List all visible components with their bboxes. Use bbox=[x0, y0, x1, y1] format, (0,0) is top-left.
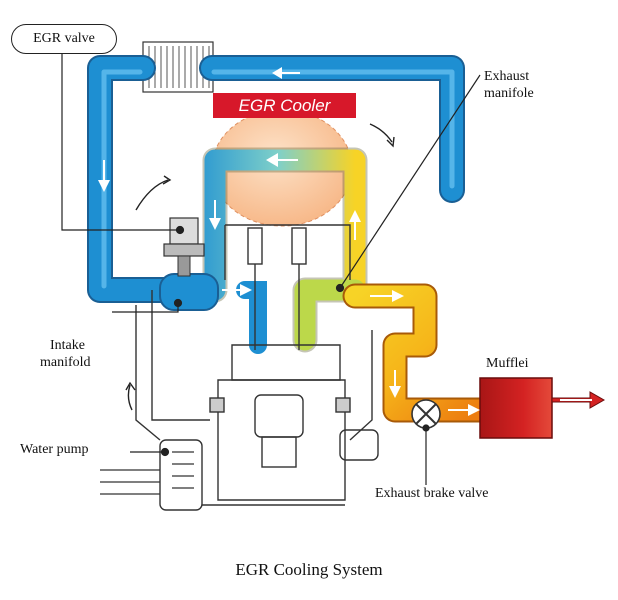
engine-block bbox=[135, 224, 379, 506]
exhaust-manifold-label-line2: manifole bbox=[484, 86, 534, 101]
arrow-cooler-left-icon bbox=[266, 153, 298, 167]
diagram-title: EGR Cooling System bbox=[235, 560, 383, 579]
exhaust-brake-valve-label: Exhaust brake valve bbox=[375, 486, 489, 501]
arrow-down-cooler-icon bbox=[209, 200, 221, 230]
arrow-exhaust-right-icon bbox=[370, 290, 404, 302]
intake-manifold-label-line1: Intake bbox=[50, 338, 85, 353]
rotation-arrows bbox=[125, 123, 395, 411]
egr-valve-part bbox=[163, 217, 205, 277]
leader-lines bbox=[61, 54, 481, 485]
muffler-label: Mufflei bbox=[486, 356, 529, 371]
water-pump-label: Water pump bbox=[20, 442, 89, 457]
exhaust-manifold-label-line1: Exhaust bbox=[484, 69, 530, 84]
intake-manifold-label-line2: manifold bbox=[40, 355, 91, 370]
egr-cooler-label: EGR Cooler bbox=[213, 93, 356, 118]
water-pump bbox=[100, 439, 203, 511]
intake-manifold bbox=[159, 273, 267, 354]
arrow-radiator-return-icon bbox=[272, 67, 300, 79]
arrow-down-orange-icon bbox=[389, 370, 401, 398]
exhaust-brake-valve bbox=[411, 399, 441, 429]
arrow-to-muffler-icon bbox=[448, 404, 480, 416]
arrow-intake-right-icon bbox=[222, 284, 252, 296]
arrow-down-left-icon bbox=[98, 160, 110, 192]
flow-arrows bbox=[98, 67, 480, 416]
muffler bbox=[479, 377, 606, 439]
egr-valve-label: EGR valve bbox=[11, 24, 117, 54]
exhaust-path bbox=[342, 283, 493, 423]
arrow-up-exhaust-icon bbox=[349, 210, 361, 240]
